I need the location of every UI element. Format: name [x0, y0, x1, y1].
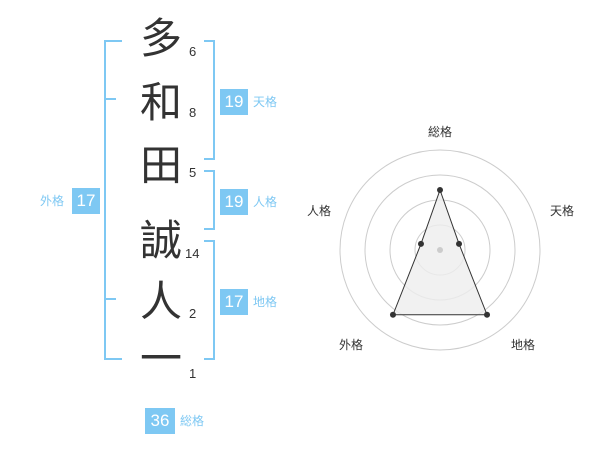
radar-axis-label-gaikaku: 外格 [339, 338, 364, 352]
jinkaku-bracket-bottom [204, 228, 215, 230]
name-char-2: 和 [140, 78, 183, 127]
chikaku-label: 地格 [253, 295, 278, 309]
gaikaku-bracket-line [104, 40, 106, 360]
radar-point-2 [456, 240, 463, 247]
chikaku-bracket-top [204, 240, 215, 242]
name-char-6: 一 [140, 334, 183, 383]
jinkaku-label: 人格 [253, 195, 278, 209]
tenkaku-bracket-bottom [204, 158, 215, 160]
tenkaku-bracket-top [204, 40, 215, 42]
radar-grid-ring-3 [364, 174, 516, 326]
soukaku-value: 36 [145, 408, 175, 434]
stroke-count-4: 14 [185, 246, 200, 261]
gaikaku-value: 17 [72, 188, 100, 214]
chikaku-value: 17 [220, 289, 248, 315]
name-char-1: 多 [140, 14, 183, 63]
radar-axis-label-jinkaku: 人格 [307, 204, 332, 218]
radar-axis-label-soukaku: 総格 [428, 125, 453, 139]
gaikaku-bracket-bottom [104, 358, 122, 360]
stroke-count-3: 5 [189, 165, 197, 180]
stroke-count-5: 2 [189, 306, 197, 321]
gaikaku-bracket-tick-1 [104, 98, 116, 100]
soukaku-label: 総格 [180, 414, 205, 428]
name-char-3: 田 [140, 141, 183, 190]
radar-point-3 [484, 311, 491, 318]
chikaku-bracket-bottom [204, 358, 215, 360]
stroke-count-2: 8 [189, 105, 197, 120]
gaikaku-bracket-tick-2 [104, 298, 116, 300]
jinkaku-bracket-top [204, 170, 215, 172]
name-char-5: 人 [140, 277, 183, 326]
jinkaku-value: 19 [220, 189, 248, 215]
tenkaku-bracket-line [213, 40, 215, 160]
stroke-count-1: 6 [189, 44, 197, 59]
radar-axis-label-tenkaku: 天格 [550, 204, 575, 218]
tenkaku-label: 天格 [253, 95, 278, 109]
radar-point-1 [437, 187, 443, 193]
gaikaku-label: 外格 [40, 194, 65, 208]
name-char-4: 誠 [140, 216, 183, 265]
tenkaku-value: 19 [220, 89, 248, 115]
chikaku-bracket-line [213, 240, 215, 360]
radar-center-dot [437, 247, 443, 253]
radar-axis-label-chikaku: 地格 [511, 338, 536, 352]
radar-grid-ring-4 [339, 149, 541, 351]
radar-point-4 [389, 311, 396, 318]
gaikaku-bracket-top [104, 40, 122, 42]
stroke-count-6: 1 [189, 366, 197, 381]
jinkaku-bracket-line [213, 170, 215, 230]
radar-point-5 [417, 240, 424, 247]
